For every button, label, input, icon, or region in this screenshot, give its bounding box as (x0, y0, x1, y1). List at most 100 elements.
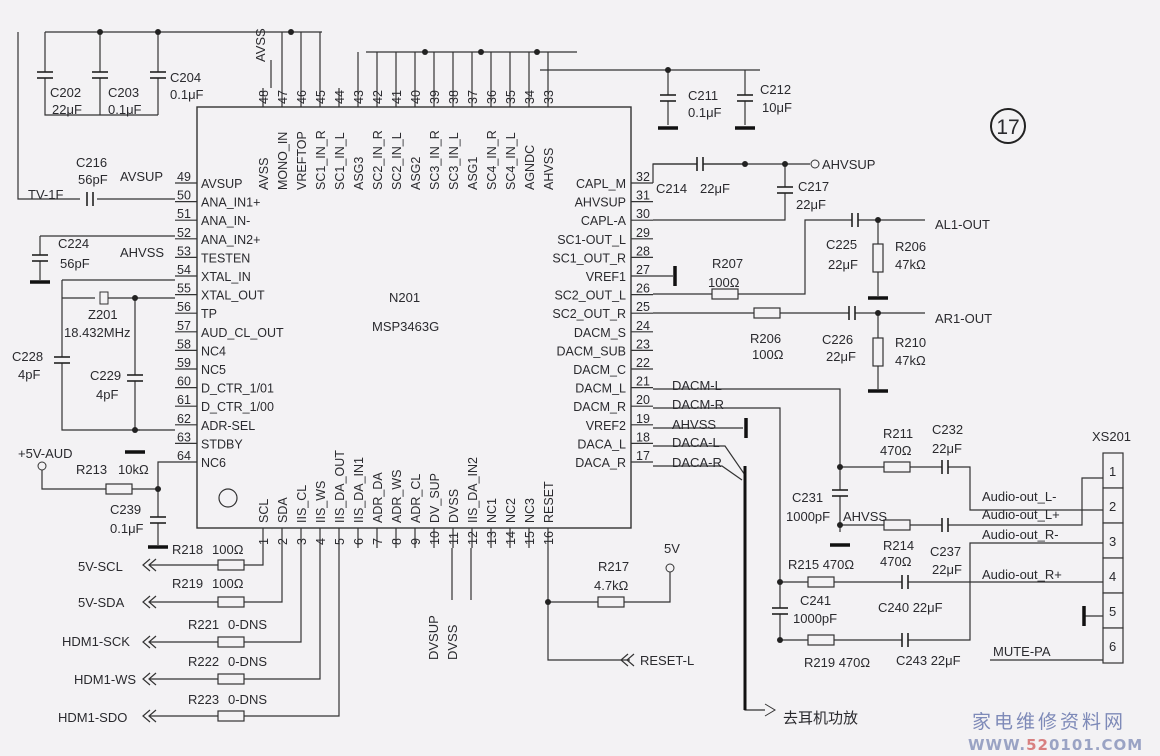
junction-dot (665, 67, 671, 73)
label-c232: C232 (932, 422, 963, 437)
junction-dot (837, 464, 843, 470)
label-c229: C229 (90, 368, 121, 383)
label-c229v: 4pF (96, 387, 118, 402)
cap-gap (902, 575, 908, 589)
label-c241: C241 (800, 593, 831, 608)
pin-label: SC4_IN_L (504, 132, 518, 190)
junction-dot (534, 49, 540, 55)
wire (547, 548, 630, 661)
pin-label: SC1_OUT_R (552, 251, 626, 265)
label-c228: C228 (12, 349, 43, 364)
label-dvsup: DVSUP (426, 615, 441, 660)
label-c216v: 56pF (78, 172, 108, 187)
label-aol_m: Audio-out_L- (982, 489, 1056, 504)
label-avsup_net: AVSUP (120, 169, 163, 184)
wire (157, 461, 175, 489)
pin-number: 59 (177, 356, 191, 370)
label-c239: C239 (110, 502, 141, 517)
label-c214: C214 (656, 181, 687, 196)
label-c211: C211 (688, 88, 718, 103)
figure-number: 17 (996, 116, 1019, 139)
pin-label: AGNDC (523, 145, 537, 190)
pin-label: SC1_IN_L (333, 132, 347, 190)
junction-dot (422, 49, 428, 55)
pin-number: 38 (447, 90, 461, 104)
label-r206a: R206 (895, 239, 926, 254)
pin-number: 32 (636, 170, 650, 184)
resistor-symbol (217, 636, 245, 648)
label-c214v: 22μF (700, 181, 730, 196)
pin-label: DVSS (447, 489, 461, 523)
pin-number: 31 (636, 189, 650, 203)
junction-dot (97, 29, 103, 35)
label-r219av: 100Ω (212, 576, 244, 591)
pin-number: 18 (636, 430, 650, 444)
label-ahvss_net: AHVSS (120, 245, 164, 260)
wire (150, 548, 321, 680)
pin-number: 6 (352, 538, 366, 545)
arrow-icon (764, 703, 776, 717)
label-r221: R221 (188, 617, 219, 632)
label-headphone: 去耳机功放 (783, 710, 858, 727)
wire (150, 548, 340, 717)
label-r222: R222 (188, 654, 219, 669)
pin-label: DACA_L (577, 437, 626, 451)
cap-gap (832, 490, 848, 496)
pin-label: DV_SUP (428, 473, 442, 523)
pin-number: 62 (177, 412, 191, 426)
pin-number: 11 (447, 532, 461, 545)
connector-pin-number: 1 (1109, 464, 1116, 479)
pin-number: 57 (177, 319, 191, 333)
label-dvss: DVSS (445, 624, 460, 660)
label-c212: C212 (760, 82, 791, 97)
pin-label: SC2_OUT_L (554, 289, 626, 303)
wire (653, 388, 841, 532)
pin-number: 14 (504, 531, 518, 545)
pin-number: 55 (177, 282, 191, 296)
port-arrow-icon (620, 653, 635, 667)
pin-number: 41 (390, 90, 404, 104)
pin-number: 58 (177, 337, 191, 351)
label-tv1f: TV-1F (28, 187, 63, 202)
wire (653, 164, 786, 221)
pin-number: 29 (636, 226, 650, 240)
port-arrow-icon (142, 558, 157, 572)
cap-gap (660, 95, 676, 101)
label-z201: Z201 (88, 307, 118, 322)
pin-label: DACM_S (574, 326, 626, 340)
resistor-symbol (217, 559, 245, 571)
pin-label: RESET (542, 481, 556, 523)
pin-number: 28 (636, 244, 650, 258)
label-c231v: 1000pF (786, 509, 830, 524)
label-r213v: 10kΩ (118, 462, 149, 477)
pin-label: VREF2 (586, 419, 626, 433)
label-c225: C225 (826, 237, 857, 252)
resistor-symbol (753, 307, 781, 319)
resistor-symbol (711, 288, 739, 300)
label-c243: C243 22μF (896, 653, 961, 668)
pin-label: SC2_OUT_R (552, 307, 626, 321)
watermark-url: WWW.520101.COM (968, 736, 1143, 754)
junction-dot (132, 427, 138, 433)
pin-label: MONO_IN (276, 132, 290, 190)
pin-label: DACM_SUB (557, 344, 626, 358)
pin-label: SC1_IN_R (314, 130, 328, 190)
pin-label: ADR-SEL (201, 419, 255, 433)
pin-number: 2 (276, 538, 290, 545)
cap-gap (852, 213, 858, 227)
label-c212v: 10μF (762, 100, 792, 115)
label-r211v: 470Ω (880, 443, 912, 458)
pin-number: 20 (636, 393, 650, 407)
pin-number: 48 (257, 90, 271, 104)
ic-part-number: MSP3463G (372, 319, 439, 334)
label-dacm_l: DACM-L (672, 378, 722, 393)
wire (653, 465, 743, 481)
junction-dot (875, 217, 881, 223)
pin-label: VREFTOP (295, 131, 309, 190)
resistor-symbol (883, 519, 911, 531)
pin-label: SC3_IN_L (447, 132, 461, 190)
junction-dot (132, 295, 138, 301)
pin-label: ANA_IN- (201, 214, 250, 228)
wire (150, 548, 283, 603)
